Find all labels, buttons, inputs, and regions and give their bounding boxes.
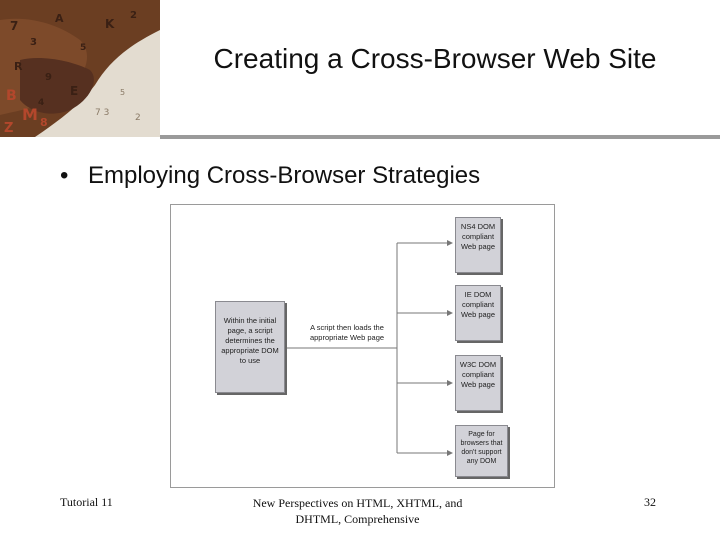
footer-tutorial: Tutorial 11	[60, 495, 113, 509]
target-ns4-page: NS4 DOM compliant Web page	[455, 217, 501, 273]
footer-book-title: New Perspectives on HTML, XHTML, and DHT…	[252, 496, 463, 526]
bullet-dot: •	[60, 162, 69, 189]
connector-lines	[287, 240, 453, 456]
svg-text:K: K	[105, 17, 115, 31]
svg-text:5: 5	[120, 88, 125, 97]
svg-text:4: 4	[38, 98, 44, 108]
svg-text:E: E	[70, 84, 78, 98]
source-document: Within the initial page, a script determ…	[215, 301, 285, 393]
svg-text:9: 9	[45, 72, 52, 83]
footer-page-number: 32	[644, 495, 656, 509]
svg-text:R: R	[14, 60, 23, 73]
bullet-item: • Employing Cross-Browser Strategies	[60, 162, 480, 190]
svg-text:8: 8	[40, 116, 48, 129]
svg-text:7 3: 7 3	[95, 108, 109, 118]
collage-graphic: 7 3 A 5 K 2 R 9 E 4 B M Z 8 7 3 5 2	[0, 0, 160, 137]
title-divider	[160, 135, 720, 139]
svg-text:3: 3	[30, 37, 37, 48]
svg-text:A: A	[55, 12, 64, 25]
svg-text:5: 5	[80, 43, 86, 53]
target-no-dom-page: Page for browsers that don't support any…	[455, 425, 508, 477]
cross-browser-diagram: Within the initial page, a script determ…	[170, 204, 555, 488]
svg-text:M: M	[22, 105, 38, 124]
corner-collage-image: 7 3 A 5 K 2 R 9 E 4 B M Z 8 7 3 5 2	[0, 0, 160, 137]
target-w3c-page: W3C DOM compliant Web page	[455, 355, 501, 411]
slide-title: Creating a Cross-Browser Web Site	[213, 43, 657, 74]
svg-text:7: 7	[10, 19, 18, 33]
svg-text:B: B	[6, 88, 17, 104]
svg-text:2: 2	[135, 113, 141, 123]
bullet-text: Employing Cross-Browser Strategies	[88, 162, 481, 189]
svg-text:2: 2	[130, 10, 137, 21]
connector-label: A script then loads the appropriate Web …	[299, 323, 395, 343]
target-ie-page: IE DOM compliant Web page	[455, 285, 501, 341]
svg-text:Z: Z	[4, 121, 13, 136]
